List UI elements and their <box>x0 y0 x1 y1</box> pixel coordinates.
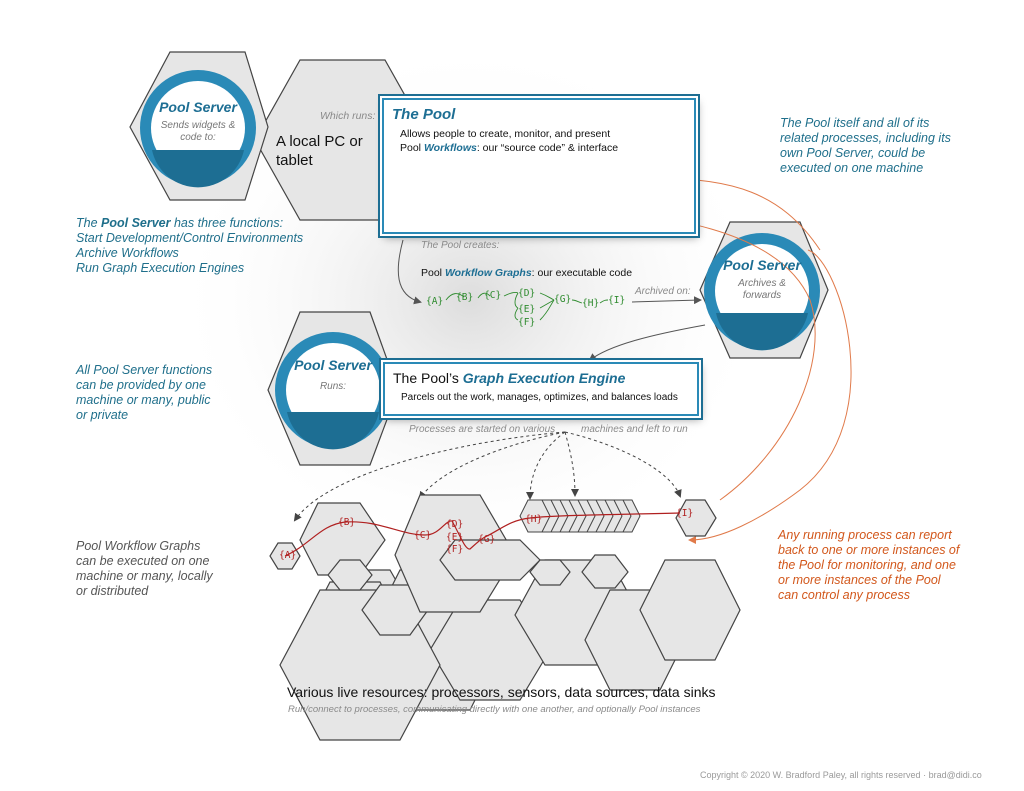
graph-wire <box>571 299 583 304</box>
the-pool-title: The Pool <box>392 106 456 123</box>
graph-wire <box>477 292 491 299</box>
h-stack-hexagon <box>519 499 551 533</box>
workflow-graph-diagram: {A} {B} {C} {D} {E} {F} {G} {H} {I} <box>426 288 625 328</box>
execution-node-label: {B} <box>338 517 355 528</box>
left-to-run-label: machines and left to run <box>581 424 688 435</box>
graphs-execution-note: Pool Workflow Graphs can be executed on … <box>76 539 213 598</box>
engine-title: The Pool’s Graph Execution Engine <box>393 370 625 386</box>
function-3: Run Graph Execution Engines <box>76 261 245 275</box>
graph-node-label: {F} <box>518 317 535 328</box>
the-pool-box: The Pool Allows people to create, monito… <box>382 98 696 234</box>
workflow-graphs-pre: Pool <box>421 267 445 279</box>
function-1: Start Development/Control Environments <box>76 231 304 245</box>
pool-server-top-name: Pool Server <box>159 99 237 115</box>
execution-node-label: {C} <box>414 530 431 541</box>
graph-node-label: {B} <box>456 292 473 303</box>
engine-desc: Parcels out the work, manages, optimizes… <box>401 392 678 403</box>
the-pool-desc-line2: Pool Workflows: our “source code” & inte… <box>400 141 618 155</box>
engine-box: The Pool’s Graph Execution Engine Parcel… <box>383 362 699 416</box>
one-machine-note: The Pool itself and all of its related p… <box>780 116 951 175</box>
execution-node-label: {F} <box>446 544 463 555</box>
engine-title-pre: The Pool’s <box>393 370 463 386</box>
pool-server-top-band <box>152 150 244 188</box>
graph-wire <box>539 299 555 309</box>
graph-node-label: {G} <box>554 294 571 305</box>
graph-wire <box>514 307 519 321</box>
graph-node-label: {E} <box>518 304 535 315</box>
functions-pre: The <box>76 216 102 230</box>
execution-node-label: {H} <box>525 514 542 525</box>
pool-server-mid-band <box>287 412 379 450</box>
running-process-note: Any running process can report back to o… <box>778 528 960 602</box>
functions-heading: The Pool Server has three functions: <box>76 216 316 231</box>
pool-server-right-band <box>716 313 808 351</box>
resources-title: Various live resources: processors, sens… <box>287 684 716 700</box>
archived-on-label: Archived on: <box>635 286 691 297</box>
graph-wire <box>539 299 555 321</box>
graph-node-label: {I} <box>608 295 625 306</box>
graph-wire <box>514 292 519 309</box>
processes-started-label: Processes are started on various <box>409 424 556 435</box>
pool-server-right-sub: Archives & forwards <box>738 278 786 301</box>
execution-node-label: {I} <box>676 508 693 519</box>
pool-server-right-name: Pool Server <box>723 257 801 273</box>
graph-node-label: {C} <box>484 290 501 301</box>
which-runs-label: Which runs: <box>320 110 376 122</box>
forward-arrow <box>588 324 706 362</box>
the-pool-desc-em: Workflows <box>423 142 477 154</box>
the-pool-desc-pre: Pool <box>400 142 424 154</box>
feedback-arrow-left <box>688 249 852 544</box>
execution-node-label: {G} <box>478 534 495 545</box>
pool-creates-label: The Pool creates: <box>421 240 500 251</box>
pool-server-functions-note: The Pool Server has three functions: Sta… <box>76 216 316 276</box>
graph-node-label: {H} <box>582 298 599 309</box>
h-process-stack <box>519 499 641 533</box>
the-pool-desc-post: : our “source code” & interface <box>476 142 619 154</box>
workflow-graphs-post: : our executable code <box>531 267 633 279</box>
graph-wire <box>445 293 465 301</box>
local-pc-label: A local PC or tablet <box>276 133 363 169</box>
pool-server-mid-label: Pool Server Runs: <box>288 358 378 393</box>
engine-title-em: Graph Execution Engine <box>462 370 626 386</box>
functions-em: Pool Server <box>101 216 171 230</box>
function-2: Archive Workflows <box>76 246 179 260</box>
execution-node-label: {E} <box>446 532 463 543</box>
execution-node-labels: {A} {B} {C} {D} {E}{F} {G} {H} {I} <box>279 508 693 561</box>
execution-node-label: {A} <box>279 550 296 561</box>
pool-server-top-label: Pool Server Sends widgets & code to: <box>153 100 243 144</box>
execution-path <box>284 512 681 557</box>
archive-arrow <box>631 296 702 305</box>
graph-wire <box>599 299 609 304</box>
workflow-graphs-em: Workflow Graphs <box>444 267 532 279</box>
pool-server-top-sub: Sends widgets & code to: <box>160 120 236 143</box>
resources-subtitle: Run/connect to processes, communicating … <box>288 704 701 715</box>
pool-server-mid-name: Pool Server <box>294 357 372 373</box>
creates-arrow <box>397 239 422 305</box>
functions-post: has three functions: <box>170 216 284 230</box>
the-pool-desc-line1: Allows people to create, monitor, and pr… <box>400 128 611 140</box>
distribution-arrows <box>293 431 682 522</box>
pool-server-mid-sub: Runs: <box>319 381 347 392</box>
graph-node-label: {A} <box>426 296 443 307</box>
the-pool-desc: Allows people to create, monitor, and pr… <box>400 127 618 155</box>
all-functions-note: All Pool Server functions can be provide… <box>76 363 213 422</box>
copyright: Copyright © 2020 W. Bradford Paley, all … <box>700 770 982 780</box>
graph-wire <box>503 292 519 297</box>
execution-node-label: {D} <box>446 519 463 530</box>
graph-node-label: {D} <box>518 288 535 299</box>
pool-server-right-label: Pool Server Archives & forwards <box>717 258 807 302</box>
graph-wire <box>539 292 555 301</box>
workflow-graphs-label: Pool Workflow Graphs: our executable cod… <box>421 267 632 279</box>
